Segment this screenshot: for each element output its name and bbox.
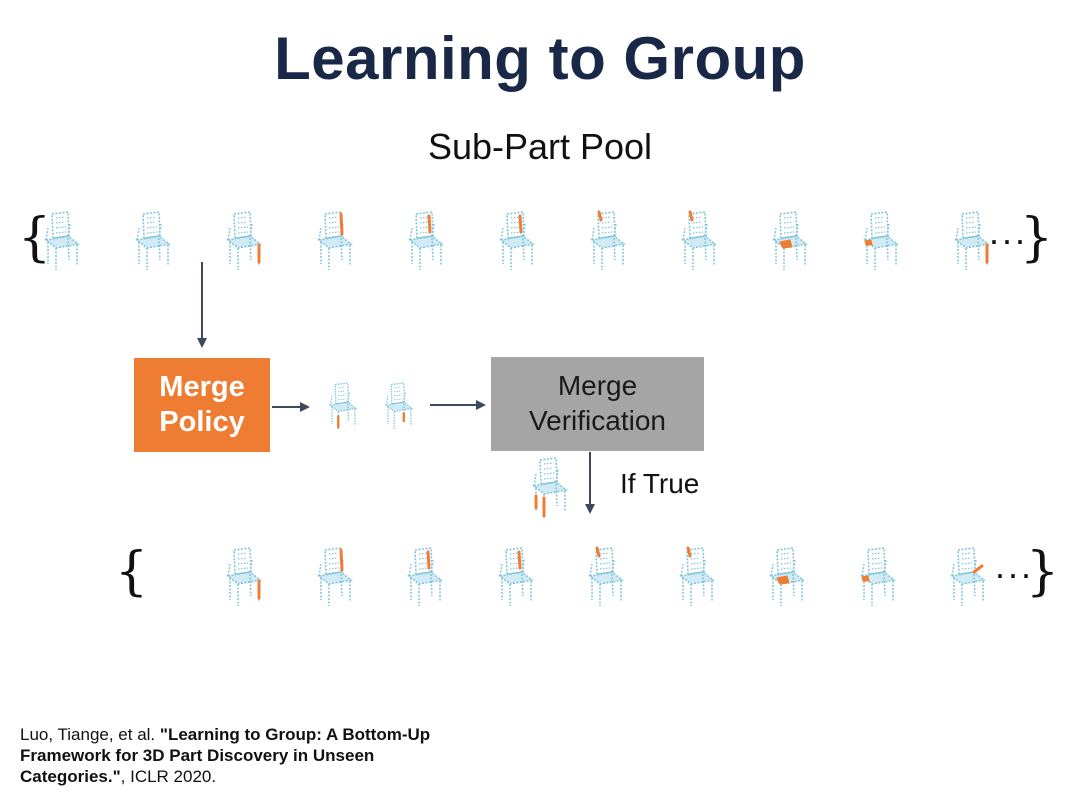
sub-part-chair-icon [493, 210, 541, 272]
if-true-label: If True [620, 468, 700, 499]
merged-chair-icon [526, 456, 574, 518]
sub-part-chair-icon [401, 546, 449, 608]
sub-part-chair-icon [584, 210, 632, 272]
bottom-row-open-brace: { [115, 542, 149, 602]
candidate-chair-icon [380, 380, 418, 432]
sub-part-chair-icon [763, 546, 811, 608]
top-row-close-brace: } [1020, 208, 1054, 268]
sub-part-chair-icon [854, 546, 902, 608]
citation: Luo, Tiange, et al. "Learning to Group: … [20, 724, 480, 787]
sub-part-chair-icon [766, 210, 814, 272]
sub-part-chair-icon [944, 546, 992, 608]
sub-part-chair-icon [220, 210, 268, 272]
sub-part-chair-icon [948, 210, 996, 272]
merge-policy-label: Merge Policy [159, 370, 245, 438]
citation-venue: , ICLR 2020. [120, 767, 217, 786]
sub-part-chair-icon [311, 210, 359, 272]
bottom-row-close-brace: } [1026, 542, 1060, 602]
citation-title: "Learning to Group: A Bottom-Up Framewor… [20, 725, 431, 786]
sub-part-chair-icon [582, 546, 630, 608]
bottom-row-ellipsis: ··· [994, 553, 1033, 594]
merge-policy-box: Merge Policy [134, 358, 270, 452]
sub-part-chair-icon [673, 546, 721, 608]
sub-part-chair-icon [402, 210, 450, 272]
slide-title: Learning to Group [274, 25, 806, 92]
sub-part-pool-label: Sub-Part Pool [427, 126, 653, 167]
sub-part-chair-icon [492, 546, 540, 608]
top-row-open-brace: { [18, 208, 52, 268]
citation-authors: Luo, Tiange, et al. [20, 725, 156, 744]
candidate-chair-icon [324, 380, 362, 432]
sub-part-chair-icon [38, 210, 86, 272]
sub-part-chair-icon [311, 546, 359, 608]
sub-part-chair-icon [220, 546, 268, 608]
merge-verification-box: Merge Verification [491, 357, 704, 451]
sub-part-chair-icon [129, 210, 177, 272]
sub-part-chair-icon [675, 210, 723, 272]
top-row-ellipsis: ··· [988, 219, 1027, 260]
sub-part-chair-icon [857, 210, 905, 272]
merge-verification-label: Merge Verification [529, 370, 666, 436]
